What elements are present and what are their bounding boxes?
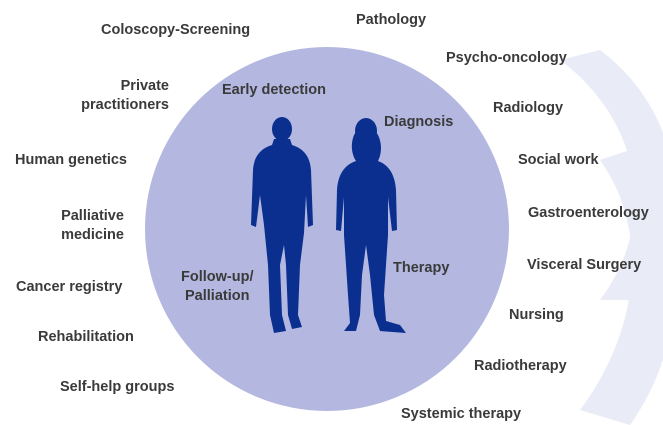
woman-silhouette <box>336 118 406 333</box>
label-radiotherapy: Radiotherapy <box>474 358 567 374</box>
label-palliative-line2: medicine <box>61 227 124 243</box>
label-visceral-surgery: Visceral Surgery <box>527 257 642 273</box>
stage-early-detection: Early detection <box>222 82 326 98</box>
label-palliative-medicine: Palliative medicine <box>50 207 135 245</box>
stage-diagnosis: Diagnosis <box>384 114 454 130</box>
label-radiology: Radiology <box>493 100 564 116</box>
stage-follow-up: Follow-up/ Palliation <box>181 268 253 306</box>
label-nursing: Nursing <box>509 307 564 323</box>
label-social-work: Social work <box>518 152 599 168</box>
label-private-practitioners: Private practitioners <box>74 77 169 115</box>
stage-therapy: Therapy <box>393 260 450 276</box>
care-circle <box>145 47 509 411</box>
label-cancer-registry: Cancer registry <box>16 279 123 295</box>
label-private-line1: Private <box>120 78 169 94</box>
label-psycho-oncology: Psycho-oncology <box>446 50 567 66</box>
label-human-genetics: Human genetics <box>15 152 127 168</box>
label-coloscopy-screening: Coloscopy-Screening <box>101 22 251 38</box>
label-pathology: Pathology <box>356 12 427 28</box>
stage-follow-up-line1: Follow-up/ <box>181 269 254 285</box>
silhouette-man-woman-icon <box>251 117 406 333</box>
label-palliative-line1: Palliative <box>61 208 124 224</box>
label-rehabilitation: Rehabilitation <box>38 329 134 345</box>
label-self-help-groups: Self-help groups <box>60 379 175 395</box>
label-gastroenterology: Gastroenterology <box>528 205 649 221</box>
stage-follow-up-line2: Palliation <box>185 288 250 304</box>
label-private-line2: practitioners <box>81 97 169 113</box>
decor-band <box>580 150 663 425</box>
label-systemic-therapy: Systemic therapy <box>401 406 522 422</box>
man-silhouette <box>251 117 313 333</box>
